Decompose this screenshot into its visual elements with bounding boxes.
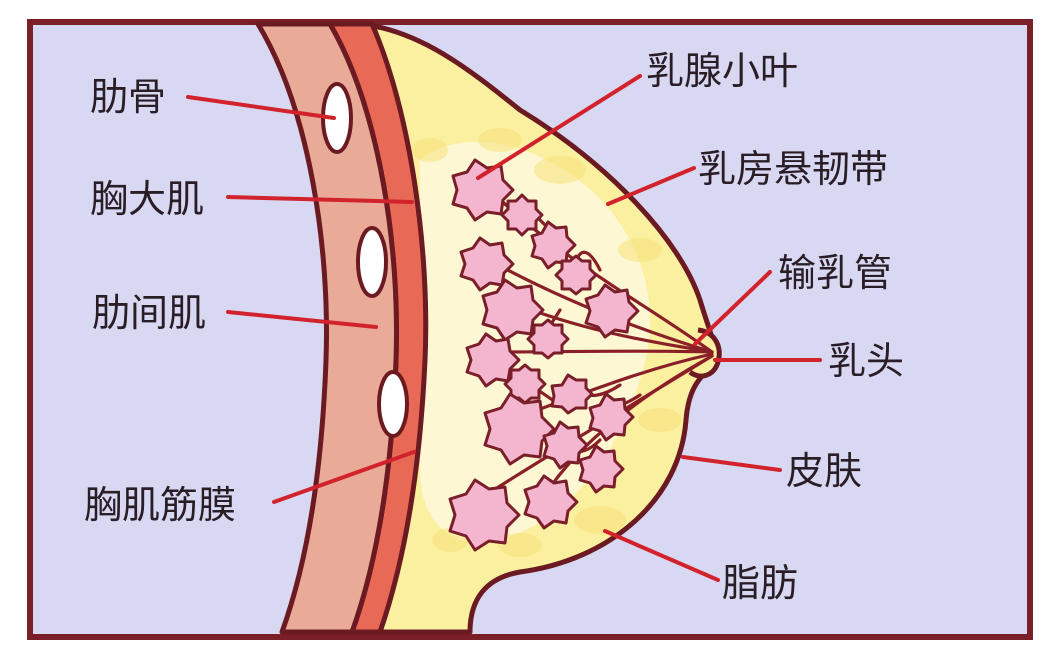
- label-suspensory-ligament: 乳房悬韧带: [698, 147, 888, 191]
- leader-lines: [186, 74, 822, 582]
- leader-lobule: [476, 74, 642, 180]
- rib-cross-section-icon: [377, 370, 409, 438]
- mammary-lobules: [448, 158, 640, 552]
- lobule-flower-icon: [481, 278, 545, 342]
- label-pectoral-fascia: 胸肌筋膜: [84, 483, 236, 527]
- leader-fascia: [272, 450, 416, 504]
- lobule-flower-icon: [523, 474, 579, 530]
- lobule-flower-icon: [483, 392, 556, 466]
- lobule-flower-icon: [542, 420, 589, 470]
- label-skin: 皮肤: [786, 449, 862, 493]
- rib-cross-section-icon: [356, 226, 388, 298]
- leader-pectoralis-major: [226, 195, 414, 204]
- lobule-flower-icon: [554, 254, 598, 296]
- intercostal-muscle-band: [255, 21, 399, 635]
- lobule-flower-icon: [448, 478, 521, 552]
- leader-suspensory: [606, 166, 696, 206]
- label-rib: 肋骨: [90, 75, 166, 119]
- leader-skin: [681, 455, 782, 472]
- leader-rib: [186, 95, 336, 120]
- lobule-flower-icon: [465, 332, 521, 388]
- label-lactiferous-duct: 输乳管: [778, 251, 892, 295]
- lobule-flower-icon: [459, 236, 515, 292]
- lobule-flower-icon: [550, 373, 594, 415]
- label-fat: 脂肪: [722, 561, 798, 605]
- lobule-flower-icon: [588, 392, 635, 442]
- label-nipple: 乳头: [828, 339, 904, 383]
- lobule-flower-icon: [530, 220, 577, 270]
- lobule-flower-icon: [584, 283, 640, 339]
- lobule-flower-icon: [451, 158, 515, 222]
- leader-intercostal: [226, 310, 378, 329]
- label-pectoralis-major: 胸大肌: [90, 177, 204, 221]
- lobule-flower-icon: [526, 318, 570, 360]
- leader-fat: [603, 529, 720, 582]
- leader-duct: [693, 270, 772, 346]
- lobule-flower-icon: [578, 444, 625, 494]
- lobule-flower-icon: [500, 193, 544, 237]
- label-intercostal-muscle: 肋间肌: [92, 291, 206, 335]
- label-mammary-lobule: 乳腺小叶: [646, 49, 798, 93]
